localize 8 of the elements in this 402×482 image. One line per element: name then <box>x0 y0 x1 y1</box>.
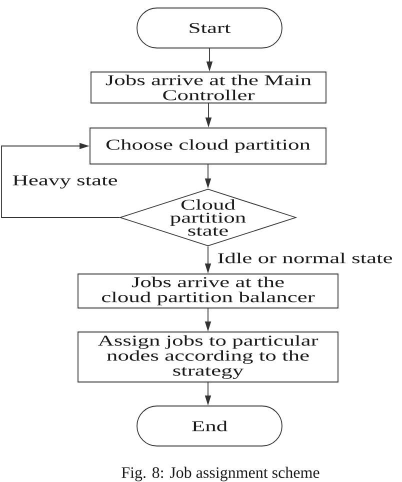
edge-label: Heavy state <box>11 174 119 190</box>
edge-label: Idle or normal state <box>216 252 394 264</box>
process-box: Assign jobs to particular nodes according to the strategy <box>78 332 338 382</box>
caption: Fig. 8: Job assignment scheme <box>122 466 320 482</box>
process-box: Jobs arrive at the cloud partition balancer <box>78 274 338 308</box>
process-box: Jobs arrive at the Main Controller <box>90 72 326 104</box>
arrow <box>1 142 120 218</box>
process-box: Choose cloud partition <box>90 128 326 164</box>
